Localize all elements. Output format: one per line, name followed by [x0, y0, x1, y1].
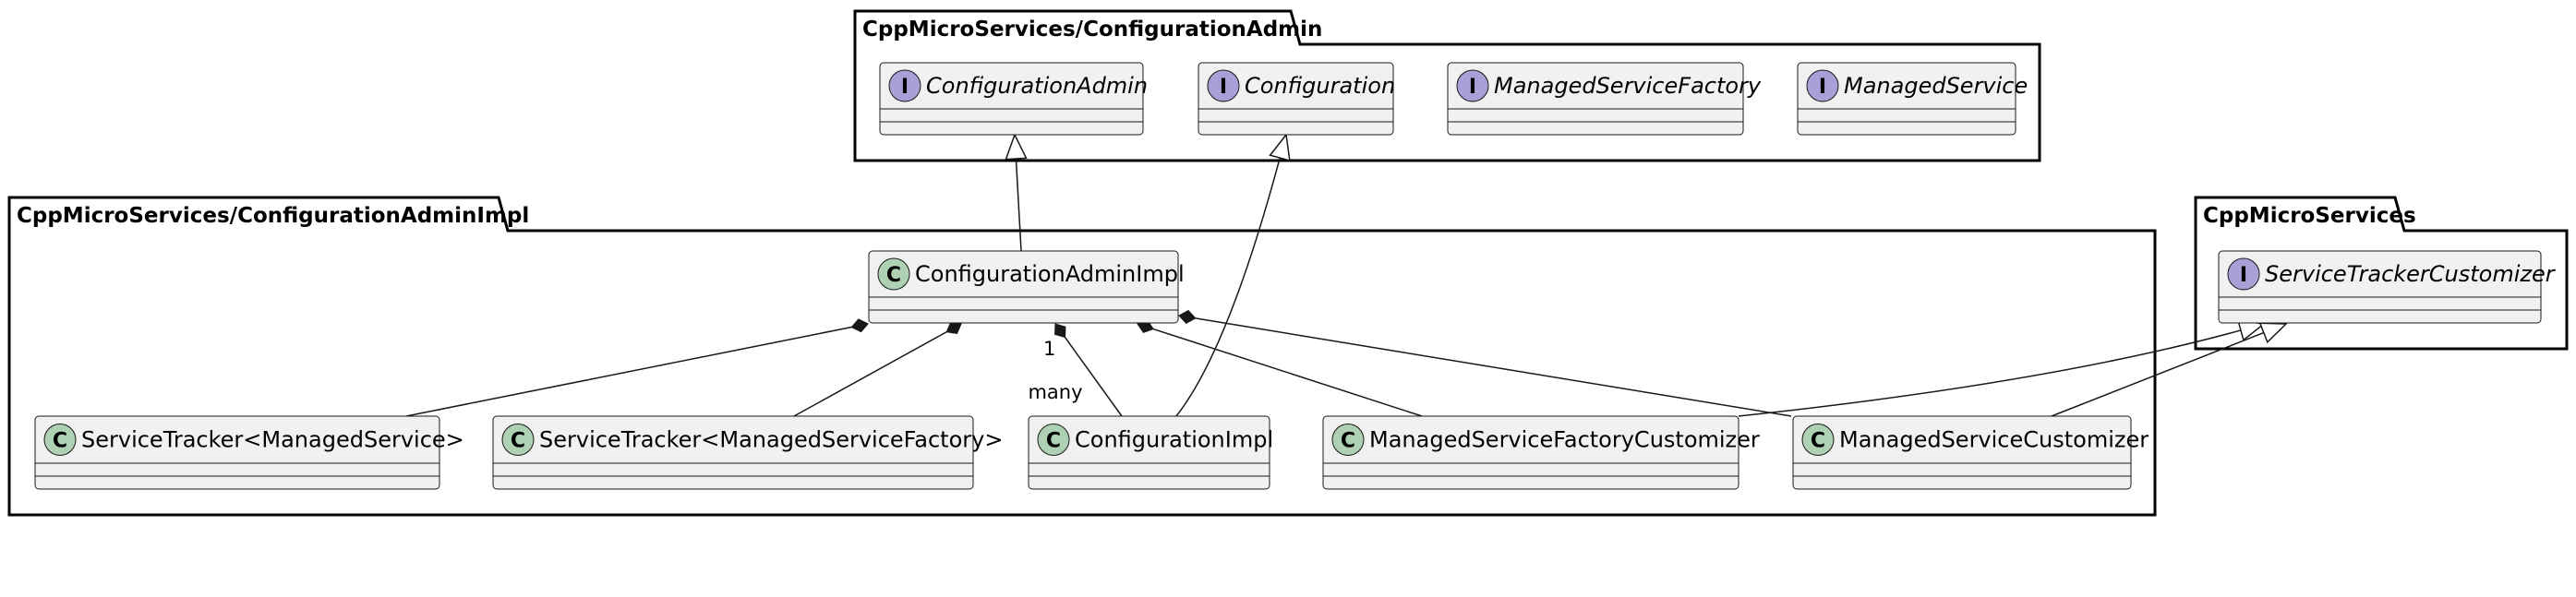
class-badge-icon: C [1801, 424, 1835, 456]
interface-badge-icon: I [2227, 257, 2260, 291]
class-name: ConfigurationAdmin [926, 73, 1148, 99]
class-box [1198, 62, 1394, 136]
class-box [1447, 62, 1744, 136]
class-name: ManagedService [1844, 73, 2028, 99]
interface-badge-icon: I [888, 69, 921, 102]
class-box [1797, 62, 2016, 136]
class-box [868, 250, 1179, 324]
package-title: CppMicroServices [2203, 204, 2416, 228]
svg-text:C: C [53, 430, 67, 453]
interface-badge-icon: I [1806, 69, 1839, 102]
svg-text:C: C [1046, 430, 1061, 453]
edge-realization-ConfigurationImpl-Configuration [1175, 133, 1291, 417]
class-box [2218, 250, 2542, 324]
interface-badge-icon: I [1207, 69, 1240, 102]
interface-badge-icon: I [1456, 69, 1489, 102]
class-ConfigurationImpl[interactable]: C ConfigurationImpl [1028, 415, 1273, 490]
edge-line [1152, 328, 1423, 417]
class-box [1028, 415, 1270, 490]
class-STMSF[interactable]: C ServiceTracker<ManagedServiceFactory> [492, 415, 1003, 490]
target-multiplicity: many [1028, 381, 1082, 403]
edge-line [1015, 158, 1022, 252]
interface-Configuration[interactable]: I Configuration [1198, 62, 1395, 136]
interface-ManagedServiceFactory[interactable]: I ManagedServiceFactory [1447, 62, 1762, 136]
class-badge-icon: C [43, 424, 77, 456]
interface-ConfigurationAdmin[interactable]: I ConfigurationAdmin [879, 62, 1148, 136]
class-STMS[interactable]: C ServiceTracker<ManagedService> [34, 415, 464, 490]
class-name: Configuration [1245, 73, 1395, 99]
edge-composition-ConfigurationAdminImpl-STMS [405, 318, 869, 417]
svg-text:I: I [1819, 76, 1826, 99]
class-box [34, 415, 440, 490]
svg-text:C: C [886, 264, 901, 287]
realization-arrowhead [1005, 133, 1028, 161]
svg-text:I: I [1220, 76, 1227, 99]
class-name: ServiceTrackerCustomizer [2265, 261, 2557, 287]
class-name: ManagedServiceFactoryCustomizer [1369, 427, 1760, 453]
class-box [492, 415, 974, 490]
class-ConfigurationAdminImpl[interactable]: C ConfigurationAdminImpl [868, 250, 1185, 324]
interface-STC[interactable]: I ServiceTrackerCustomizer [2218, 250, 2557, 324]
edge-line [2051, 331, 2265, 417]
class-badge-icon: C [501, 424, 535, 456]
edge-line [793, 331, 947, 417]
class-MSFC[interactable]: C ManagedServiceFactoryCustomizer [1322, 415, 1760, 490]
class-badge-icon: C [1331, 424, 1365, 456]
class-badge-icon: C [1037, 424, 1070, 456]
class-MSC[interactable]: C ManagedServiceCustomizer [1792, 415, 2149, 490]
class-name: ServiceTracker<ManagedServiceFactory> [539, 427, 1003, 453]
class-box [1322, 415, 1739, 490]
class-box [879, 62, 1144, 136]
svg-text:C: C [1811, 430, 1825, 453]
svg-text:I: I [1469, 76, 1476, 99]
class-name: ConfigurationAdminImpl [915, 261, 1185, 287]
package-title: CppMicroServices/ConfigurationAdmin [862, 18, 1322, 42]
edge-realization-MSC-STC [2051, 322, 2288, 417]
edge-realization-ConfigurationAdminImpl-ConfigurationAdmin [1005, 133, 1028, 252]
class-badge-icon: C [877, 257, 910, 291]
realization-arrowhead [2258, 322, 2288, 344]
svg-text:I: I [2240, 264, 2247, 287]
class-name: ManagedServiceFactory [1494, 73, 1762, 99]
edge-line [1738, 329, 2242, 417]
edge-line [1175, 157, 1281, 417]
edge-line [1195, 317, 1792, 417]
svg-text:C: C [511, 430, 525, 453]
class-name: ManagedServiceCustomizer [1839, 427, 2149, 453]
edge-composition-ConfigurationAdminImpl-ConfigurationImpl: 1 many [1028, 323, 1123, 417]
interface-ManagedService[interactable]: I ManagedService [1797, 62, 2028, 136]
svg-text:C: C [1341, 430, 1355, 453]
package-title: CppMicroServices/ConfigurationAdminImpl [17, 204, 529, 228]
source-multiplicity: 1 [1043, 338, 1055, 360]
class-box [1792, 415, 2132, 490]
edge-line [405, 326, 852, 417]
class-name: ServiceTracker<ManagedService> [81, 427, 464, 453]
edge-line [1064, 337, 1123, 417]
class-name: ConfigurationImpl [1075, 427, 1273, 453]
svg-text:I: I [901, 76, 909, 99]
edge-composition-ConfigurationAdminImpl-MSC [1178, 309, 1792, 417]
edge-composition-ConfigurationAdminImpl-STMSF [793, 321, 962, 417]
